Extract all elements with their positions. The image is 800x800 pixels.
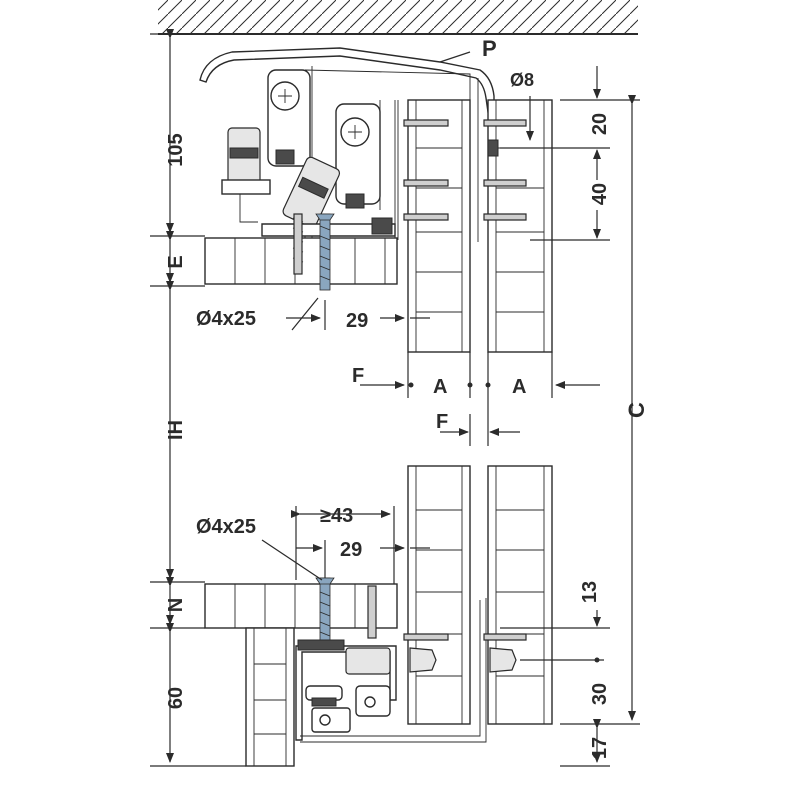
damper-unit xyxy=(221,127,271,223)
side-panel-bottom xyxy=(245,627,295,767)
label-E: E xyxy=(165,255,187,268)
labels: P Ø8 105 20 40 E Ø4x25 29 F A A C IH F ≥… xyxy=(165,36,649,759)
label-A-right: A xyxy=(512,376,526,398)
label-A-left: A xyxy=(433,376,447,398)
label-N: N xyxy=(165,598,187,612)
top-track-assembly xyxy=(199,47,495,242)
label-screw-top: Ø4x25 xyxy=(196,308,256,330)
cabinet-bottom-panel xyxy=(204,583,398,629)
top-screw xyxy=(292,213,335,291)
label-29-bottom: 29 xyxy=(340,539,362,561)
label-13: 13 xyxy=(579,581,601,603)
label-30: 30 xyxy=(589,683,611,705)
roller-carrier-right xyxy=(335,103,381,209)
door-left xyxy=(407,99,471,725)
roller-carrier-left xyxy=(267,69,311,167)
label-20: 20 xyxy=(589,113,611,135)
label-F-mid: F xyxy=(436,411,448,433)
label-C: C xyxy=(624,402,649,418)
label-IH: IH xyxy=(165,420,187,440)
label-17: 17 xyxy=(589,737,611,759)
label-60: 60 xyxy=(165,687,187,709)
label-105: 105 xyxy=(165,133,187,166)
door-guides-bottom xyxy=(403,633,527,673)
label-29-top: 29 xyxy=(346,310,368,332)
door-right xyxy=(487,99,553,725)
door-screws-top xyxy=(403,119,527,221)
label-dia8: Ø8 xyxy=(510,70,534,90)
label-P: P xyxy=(482,36,497,61)
label-F-top: F xyxy=(352,365,364,387)
label-ge43: ≥43 xyxy=(320,505,353,527)
label-screw-bottom: Ø4x25 xyxy=(196,516,256,538)
bottom-track-profile xyxy=(295,598,487,743)
label-40: 40 xyxy=(589,183,611,205)
dimension-lines xyxy=(150,29,640,767)
ceiling xyxy=(158,0,638,35)
